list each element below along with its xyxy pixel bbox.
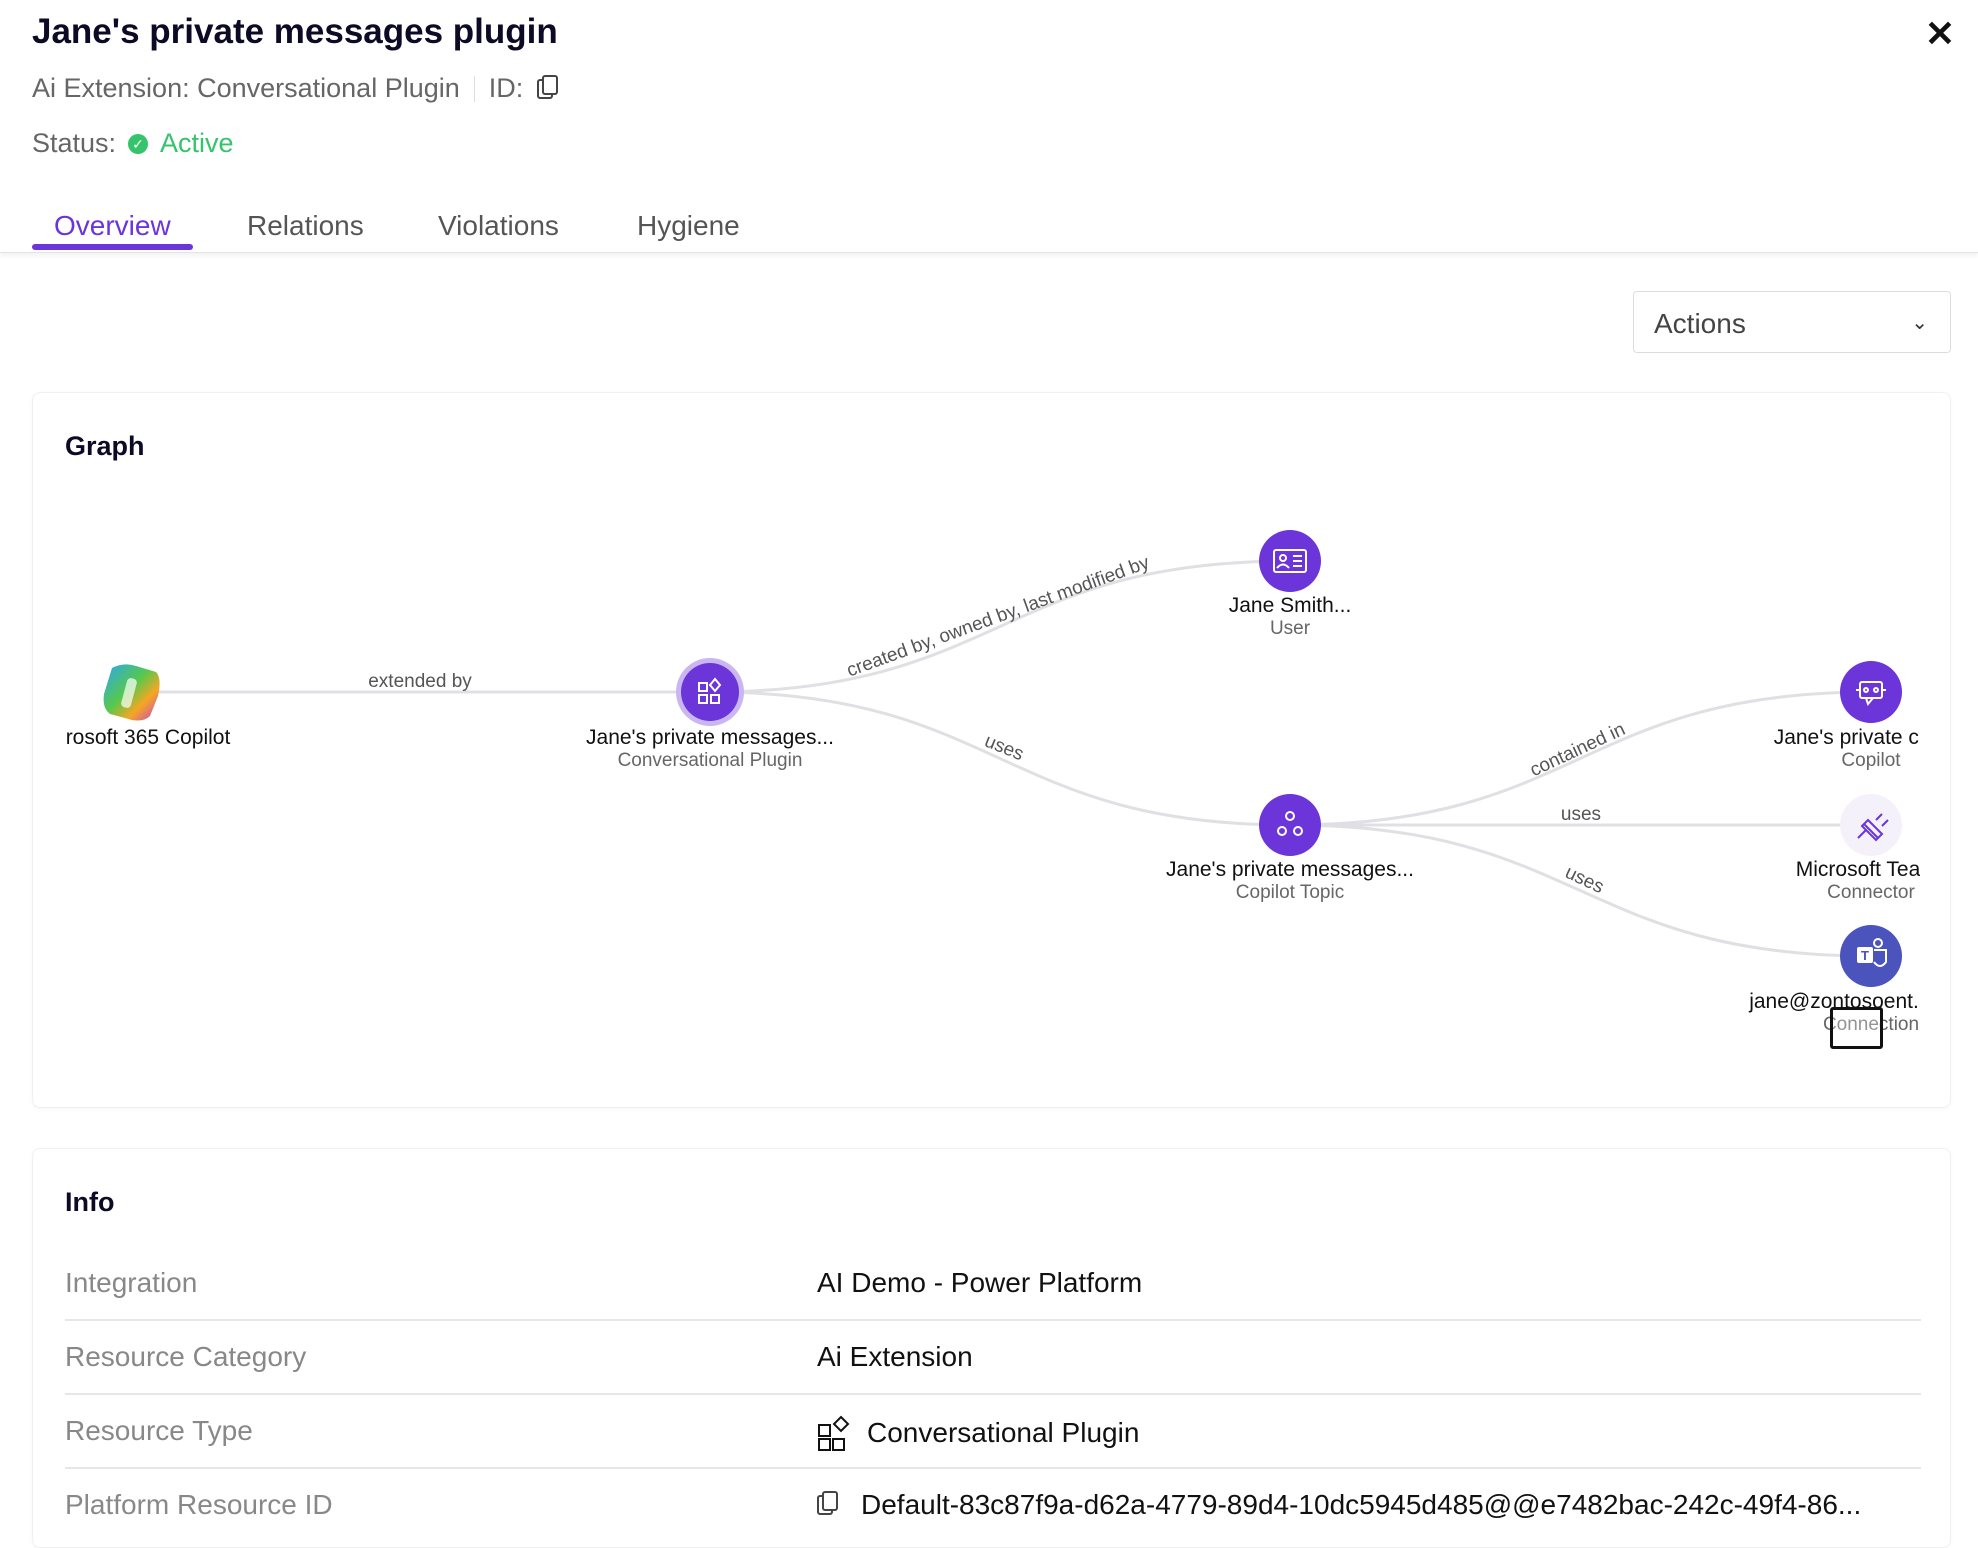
info-row: Resource Category Ai Extension bbox=[65, 1321, 1921, 1395]
svg-text:rosoft 365 Copilot: rosoft 365 Copilot bbox=[66, 726, 231, 749]
relationship-graph[interactable]: extended by created by, owned by, last m… bbox=[0, 0, 1978, 1140]
active-tab-indicator bbox=[32, 244, 193, 250]
fullscreen-button[interactable] bbox=[1830, 1007, 1883, 1049]
info-label: Resource Category bbox=[65, 1341, 307, 1372]
graph-node[interactable]: Jane Smith... User bbox=[1229, 530, 1352, 639]
info-row: Platform Resource ID Default-83c87f9a-d6… bbox=[65, 1469, 1921, 1543]
info-label: Integration bbox=[65, 1267, 198, 1298]
graph-node[interactable]: Jane's private messages... Copilot Topic bbox=[1166, 794, 1414, 903]
info-card: Info Integration AI Demo - Power Platfor… bbox=[32, 1148, 1951, 1548]
info-label: Resource Type bbox=[65, 1415, 253, 1446]
status-badge: Active bbox=[160, 128, 234, 158]
svg-text:Connector: Connector bbox=[1827, 882, 1915, 903]
page-title: Jane's private messages plugin bbox=[32, 12, 558, 51]
edge-label: extended by bbox=[368, 671, 472, 692]
svg-text:Copilot Topic: Copilot Topic bbox=[1236, 882, 1344, 903]
resource-kind: Ai Extension: Conversational Plugin bbox=[32, 73, 460, 103]
actions-label: Actions bbox=[1654, 308, 1746, 339]
svg-text:T: T bbox=[1861, 948, 1869, 963]
info-title: Info bbox=[65, 1187, 115, 1217]
svg-text:Conversational Plugin: Conversational Plugin bbox=[618, 750, 803, 771]
info-value: Default-83c87f9a-d62a-4779-89d4-10dc5945… bbox=[861, 1489, 1862, 1520]
graph-node[interactable]: rosoft 365 Copilot bbox=[66, 664, 231, 749]
plugin-grid-icon bbox=[698, 677, 722, 704]
status-label: Status: bbox=[32, 128, 117, 158]
edge-label: uses bbox=[1561, 804, 1601, 825]
tab-relations[interactable]: Relations bbox=[247, 210, 364, 241]
svg-text:Jane's private cha: Jane's private cha bbox=[1774, 726, 1943, 749]
status: Status: ✓ Active bbox=[32, 128, 234, 159]
plug-icon bbox=[1857, 813, 1889, 842]
bot-chat-icon bbox=[1856, 681, 1886, 707]
tab-bar: Overview Relations Violations Hygiene bbox=[0, 200, 1978, 253]
id-label: ID: bbox=[488, 73, 524, 103]
info-value: AI Demo - Power Platform bbox=[817, 1267, 1143, 1298]
svg-text:Copilot: Copilot bbox=[1841, 750, 1901, 771]
tab-violations[interactable]: Violations bbox=[438, 210, 559, 241]
info-row: Resource Type Conversational Plugin bbox=[65, 1395, 1921, 1469]
tab-hygiene[interactable]: Hygiene bbox=[637, 210, 740, 241]
edge-contained-in bbox=[1289, 690, 1872, 827]
edge-label: contained in bbox=[1527, 719, 1629, 781]
close-icon[interactable]: ✕ bbox=[1924, 13, 1956, 54]
copy-icon[interactable] bbox=[537, 74, 559, 99]
graph-node[interactable]: Jane's private messages... Conversationa… bbox=[586, 658, 834, 771]
plugin-grid-icon bbox=[818, 1415, 850, 1451]
edge-uses-topic bbox=[709, 690, 1291, 827]
info-value: Conversational Plugin bbox=[867, 1417, 1140, 1448]
topic-icon bbox=[1277, 811, 1303, 836]
check-circle-icon: ✓ bbox=[128, 133, 149, 154]
subtitle: Ai Extension: Conversational Plugin ID: bbox=[32, 73, 559, 104]
info-label: Platform Resource ID bbox=[65, 1489, 333, 1520]
info-value: Ai Extension bbox=[817, 1341, 973, 1372]
graph-card: Graph bbox=[32, 392, 1951, 1108]
graph-node[interactable]: Microsoft Tea Connector bbox=[1796, 794, 1921, 903]
graph-title: Graph bbox=[65, 431, 145, 461]
svg-text:Jane Smith...: Jane Smith... bbox=[1229, 594, 1352, 617]
svg-text:Microsoft Tea: Microsoft Tea bbox=[1796, 858, 1921, 881]
tab-overview[interactable]: Overview bbox=[54, 210, 171, 241]
edge-label: created by, owned by, last modified by bbox=[844, 552, 1153, 681]
copy-icon[interactable] bbox=[817, 1491, 838, 1515]
svg-text:Jane's private messages...: Jane's private messages... bbox=[1166, 858, 1414, 881]
edge-created-by bbox=[709, 559, 1291, 694]
svg-text:Jane's private messages...: Jane's private messages... bbox=[586, 726, 834, 749]
graph-node[interactable]: Jane's private cha Copilot bbox=[1774, 661, 1943, 771]
info-row: Integration AI Demo - Power Platform bbox=[65, 1247, 1921, 1321]
edge-uses-connection bbox=[1289, 823, 1872, 958]
chevron-down-icon: ⌄ bbox=[1911, 312, 1928, 334]
user-card-icon bbox=[1273, 549, 1307, 573]
svg-text:Connection: Connection bbox=[1823, 1014, 1919, 1035]
divider bbox=[473, 75, 475, 102]
svg-text:User: User bbox=[1270, 618, 1311, 639]
actions-dropdown[interactable]: Actions ⌄ bbox=[1633, 291, 1951, 353]
teams-icon: T bbox=[1857, 938, 1887, 967]
